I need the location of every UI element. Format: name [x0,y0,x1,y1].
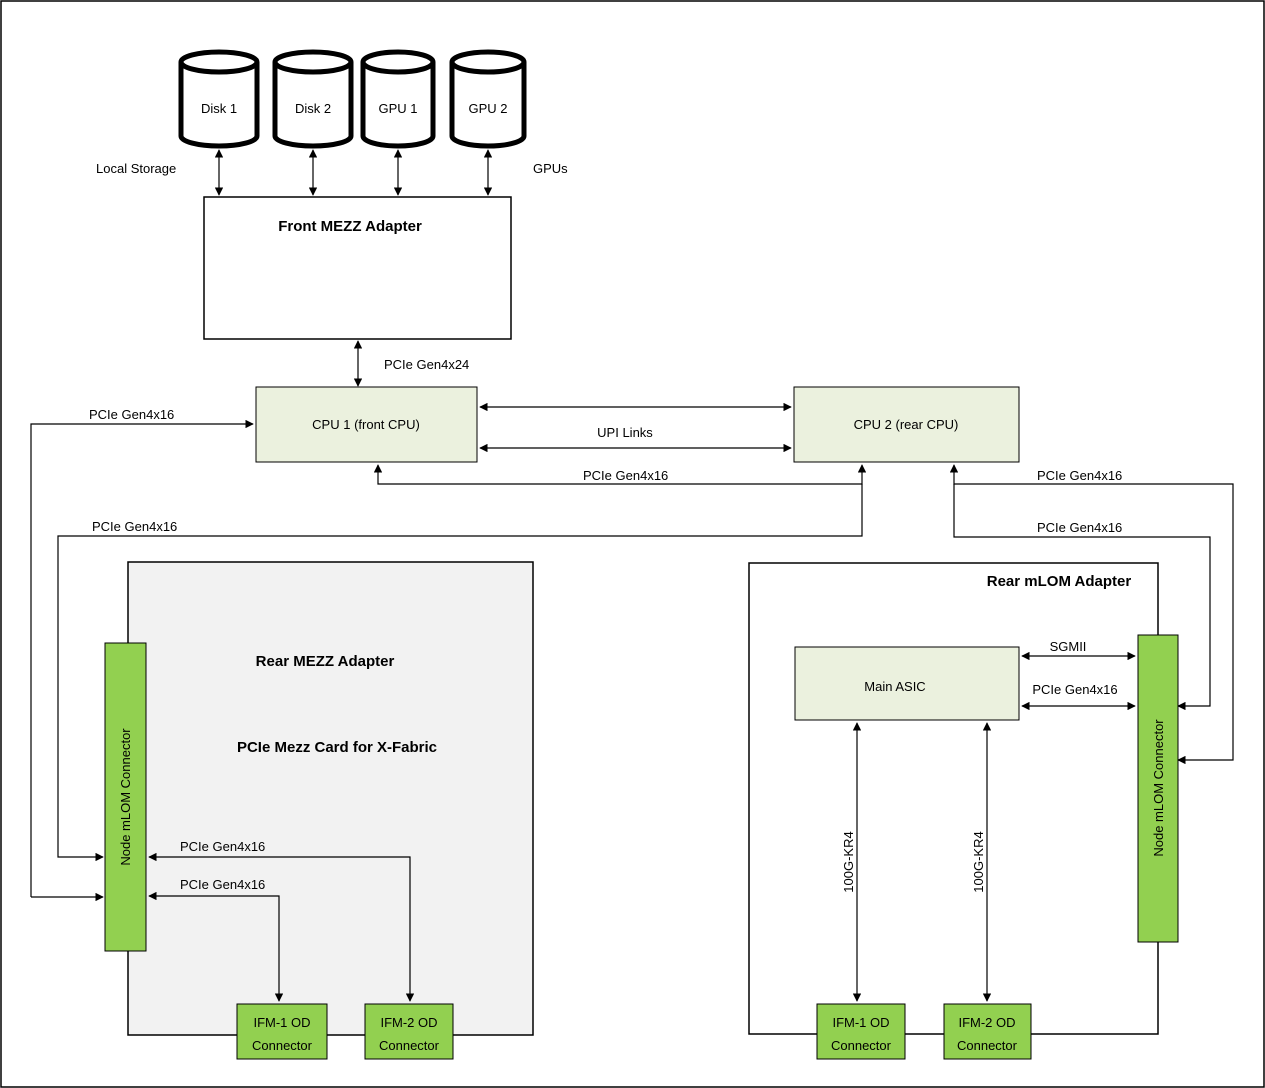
cpu-1-label: CPU 1 (front CPU) [312,417,420,432]
rear-mezz-ifm1-link-label: PCIe Gen4x16 [180,877,265,892]
rear-mezz-ifm2-link [148,852,411,890]
rear-mezz-ifm1-label-2: Connector [252,1038,313,1053]
local-storage-label: Local Storage [96,161,176,176]
cpu-2-label: CPU 2 (rear CPU) [854,417,959,432]
gpu-2-label: GPU 2 [468,101,507,116]
disk-1-label: Disk 1 [201,101,237,116]
cpu2-right-outer-link-label: PCIe Gen4x16 [1037,468,1122,483]
front-cpu1-link-label: PCIe Gen4x24 [384,357,469,372]
cpu2-right-inner-link [953,484,1211,711]
rear-mlom-ifm1-label-2: Connector [831,1038,892,1053]
rear-mezz-ifm1-connector [236,1003,328,1060]
disk-2-icon: Disk 2 [272,49,354,149]
upi-links-label: UPI Links [597,425,653,440]
rear-mezz-subtitle: PCIe Mezz Card for X-Fabric [237,739,437,756]
cpu1-left-link [30,419,254,897]
gpu-1-icon: GPU 1 [360,49,436,149]
cpu1-cpu2-bottom-link-label: PCIe Gen4x16 [583,468,668,483]
rear-mlom-title: Rear mLOM Adapter [987,573,1132,590]
rear-mlom-node-mlom-connector [1137,634,1179,943]
disk-2-label: Disk 2 [295,101,331,116]
cpu-2-box [793,386,1020,463]
main-asic-box [794,646,1020,721]
disk-1-icon: Disk 1 [178,49,260,149]
rear-mlom-ifm1-label-1: IFM-1 OD [832,1015,889,1030]
rear-mlom-adapter [748,562,1159,1035]
front-mezz-adapter [203,196,512,340]
sgmii-label: SGMII [1050,639,1087,654]
gpus-label: GPUs [533,161,568,176]
cpu2-right-inner-link-label: PCIe Gen4x16 [1037,520,1122,535]
rear-mezz-ifm1-link [148,891,284,1002]
kr4-link-1-label: 100G-KR4 [841,831,856,892]
kr4-link-2-label: 100G-KR4 [971,831,986,892]
front-mezz-title: Front MEZZ Adapter [278,218,422,235]
rear-mezz-ifm2-connector [364,1003,454,1060]
cpu-1-box [255,386,478,463]
gpu-1-label: GPU 1 [378,101,417,116]
rear-mezz-ifm2-label-1: IFM-2 OD [380,1015,437,1030]
main-asic-label: Main ASIC [864,679,925,694]
rear-mlom-ifm1-connector [816,1003,906,1060]
rear-mezz-title: Rear MEZZ Adapter [256,653,395,670]
rear-mezz-connector-label: Node mLOM Connector [118,728,133,866]
rear-mlom-ifm2-label-2: Connector [957,1038,1018,1053]
rear-mezz-ifm2-label-2: Connector [379,1038,440,1053]
rear-mezz-ifm1-label-1: IFM-1 OD [253,1015,310,1030]
rear-mezz-ifm2-link-label: PCIe Gen4x16 [180,839,265,854]
rear-mezz-adapter [127,561,534,1036]
rear-mezz-node-mlom-connector [104,642,147,952]
asic-pcie-label: PCIe Gen4x16 [1032,682,1117,697]
rear-mlom-connector-label: Node mLOM Connector [1151,719,1166,857]
cpu1-left-link-label: PCIe Gen4x16 [89,407,174,422]
cpu2-rear-mezz-link [57,484,863,862]
gpu-2-icon: GPU 2 [449,49,527,149]
rear-mlom-ifm2-connector [943,1003,1032,1060]
cpu2-rear-mezz-link-label: PCIe Gen4x16 [92,519,177,534]
cpu1-cpu2-bottom-link [373,464,867,485]
cpu2-right-outer-link [949,464,1234,765]
rear-mlom-ifm2-label-1: IFM-2 OD [958,1015,1015,1030]
